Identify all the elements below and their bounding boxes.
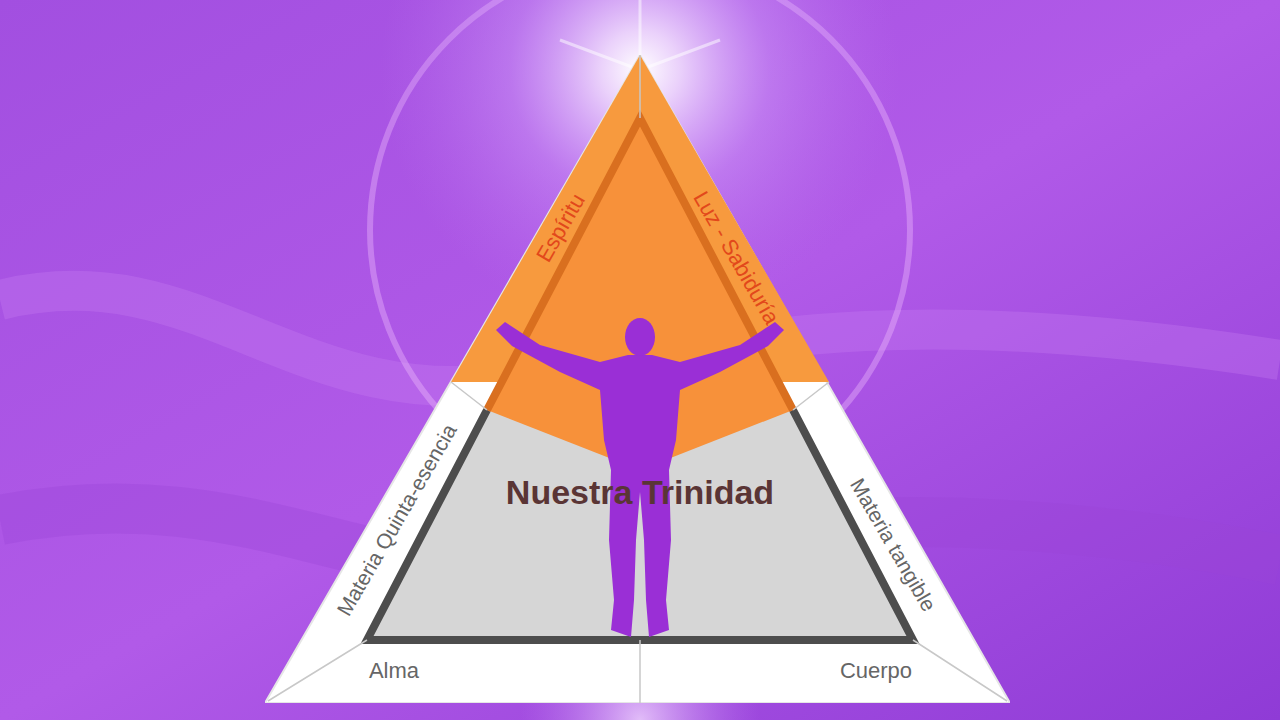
- inner-triangle: [367, 118, 913, 640]
- outer-triangle: [265, 55, 1010, 703]
- side-label-box: Cuerpo: [840, 660, 912, 682]
- side-label: Cuerpo: [840, 660, 912, 682]
- side-label-box: Alma: [369, 660, 419, 682]
- title-box: Nuestra Trinidad: [506, 473, 774, 512]
- human-figure: [496, 322, 784, 637]
- side-label: Alma: [369, 660, 419, 682]
- triangle-shape: [265, 55, 1010, 703]
- trinity-title: Nuestra Trinidad: [506, 473, 774, 512]
- trinity-triangle: Nuestra Trinidad: [265, 55, 1010, 703]
- corner-line: [268, 55, 1007, 703]
- human-head: [625, 318, 655, 356]
